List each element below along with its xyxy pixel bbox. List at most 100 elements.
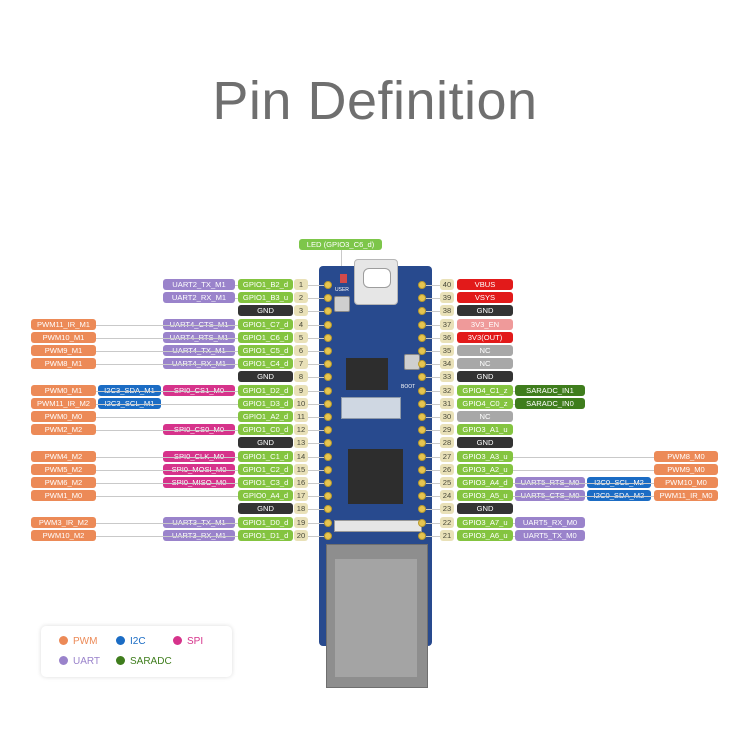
header-pad: [324, 479, 332, 487]
pin-number: 23: [440, 503, 454, 514]
function-label-pwm: PWM0_M0: [31, 411, 96, 422]
pin-connector-line: [308, 404, 324, 405]
header-pad: [418, 294, 426, 302]
pin-number: 36: [440, 332, 454, 343]
header-pad: [418, 360, 426, 368]
pin-connector-line: [426, 483, 440, 484]
ethernet-port: [326, 544, 428, 688]
function-label-uart: UART3_TX_M1: [163, 517, 235, 528]
label-connector-line: [96, 338, 238, 339]
user-silk-text: USER: [335, 287, 349, 293]
pin-number: 22: [440, 517, 454, 528]
pin-number: 9: [294, 385, 308, 396]
function-label-pwm: PWM8_M1: [31, 358, 96, 369]
label-connector-line: [96, 483, 238, 484]
gpio-label: GPIO1_D1_d: [238, 530, 293, 541]
pin-connector-line: [308, 351, 324, 352]
pin-connector-line: [426, 509, 440, 510]
function-label-uart: UART2_RX_M1: [163, 292, 235, 303]
power-label: NC: [457, 345, 513, 356]
pin-number: 17: [294, 490, 308, 501]
label-connector-line: [96, 325, 238, 326]
pin-number: 40: [440, 279, 454, 290]
pin-connector-line: [426, 391, 440, 392]
power-label: VBUS: [457, 279, 513, 290]
label-connector-line: [235, 285, 238, 286]
label-connector-line: [96, 430, 238, 431]
header-pad: [418, 387, 426, 395]
pin-connector-line: [426, 523, 440, 524]
pin-number: 30: [440, 411, 454, 422]
function-label-spi: SPI0_CLK_M0: [163, 451, 235, 462]
label-connector-line: [96, 496, 238, 497]
function-label-pwm: PWM8_M0: [654, 451, 718, 462]
label-connector-line: [513, 391, 515, 392]
header-pad: [324, 360, 332, 368]
pin-number: 5: [294, 332, 308, 343]
header-pad: [324, 453, 332, 461]
function-label-i2c: I2C3_SCL_M1: [98, 398, 161, 409]
function-label-pwm: PWM11_IR_M0: [654, 490, 718, 501]
pin-connector-line: [308, 457, 324, 458]
pin-connector-line: [426, 298, 440, 299]
function-label-uart: UART4_CTS_M1: [163, 319, 235, 330]
function-label-pwm: PWM6_M2: [31, 477, 96, 488]
pin-connector-line: [308, 523, 324, 524]
legend-dot: [59, 636, 68, 645]
legend-dot: [116, 636, 125, 645]
header-pad: [324, 307, 332, 315]
function-label-pwm: PWM11_IR_M2: [31, 398, 96, 409]
power-label: 3V3(OUT): [457, 332, 513, 343]
pin-number: 8: [294, 371, 308, 382]
function-label-pwm: PWM0_M1: [31, 385, 96, 396]
pin-number: 37: [440, 319, 454, 330]
pin-connector-line: [426, 430, 440, 431]
pin-number: 3: [294, 305, 308, 316]
gnd-label: GND: [238, 437, 293, 448]
gpio-label: GPIO3_A5_u: [457, 490, 513, 501]
pin-number: 12: [294, 424, 308, 435]
pin-connector-line: [426, 404, 440, 405]
gpio-label: GPIO3_A6_u: [457, 530, 513, 541]
pin-connector-line: [308, 496, 324, 497]
pin-connector-line: [426, 285, 440, 286]
header-pad: [418, 281, 426, 289]
pin-number: 27: [440, 451, 454, 462]
header-pad: [324, 439, 332, 447]
header-pad: [324, 532, 332, 540]
header-pad: [418, 321, 426, 329]
power-label: VSYS: [457, 292, 513, 303]
legend-item-saradc: SARADC: [116, 656, 172, 668]
pin-number: 28: [440, 437, 454, 448]
gpio-label: GPIO1_C6_d: [238, 332, 293, 343]
label-connector-line: [96, 457, 238, 458]
gpio-label: GPIO1_D3_d: [238, 398, 293, 409]
legend-label: SPI: [187, 636, 204, 647]
header-pad: [324, 400, 332, 408]
pin-connector-line: [308, 364, 324, 365]
legend-item-spi: SPI: [173, 636, 203, 648]
gpio-label: GPIO1_D0_d: [238, 517, 293, 528]
user-button: [334, 296, 350, 312]
header-pad: [324, 426, 332, 434]
header-pad: [324, 281, 332, 289]
gpio-label: GPIO1_C0_d: [238, 424, 293, 435]
header-pad: [324, 347, 332, 355]
header-pad: [324, 373, 332, 381]
pin-number: 14: [294, 451, 308, 462]
pin-connector-line: [308, 338, 324, 339]
pin-connector-line: [426, 325, 440, 326]
pin-connector-line: [308, 377, 324, 378]
pin-connector-line: [426, 443, 440, 444]
pin-connector-line: [426, 457, 440, 458]
pin-connector-line: [308, 443, 324, 444]
label-connector-line: [96, 364, 238, 365]
pin-number: 32: [440, 385, 454, 396]
header-pad: [418, 466, 426, 474]
header-pad: [418, 400, 426, 408]
gnd-label: GND: [457, 437, 513, 448]
label-connector-line: [96, 470, 238, 471]
gnd-label: GND: [457, 305, 513, 316]
power-label: NC: [457, 358, 513, 369]
